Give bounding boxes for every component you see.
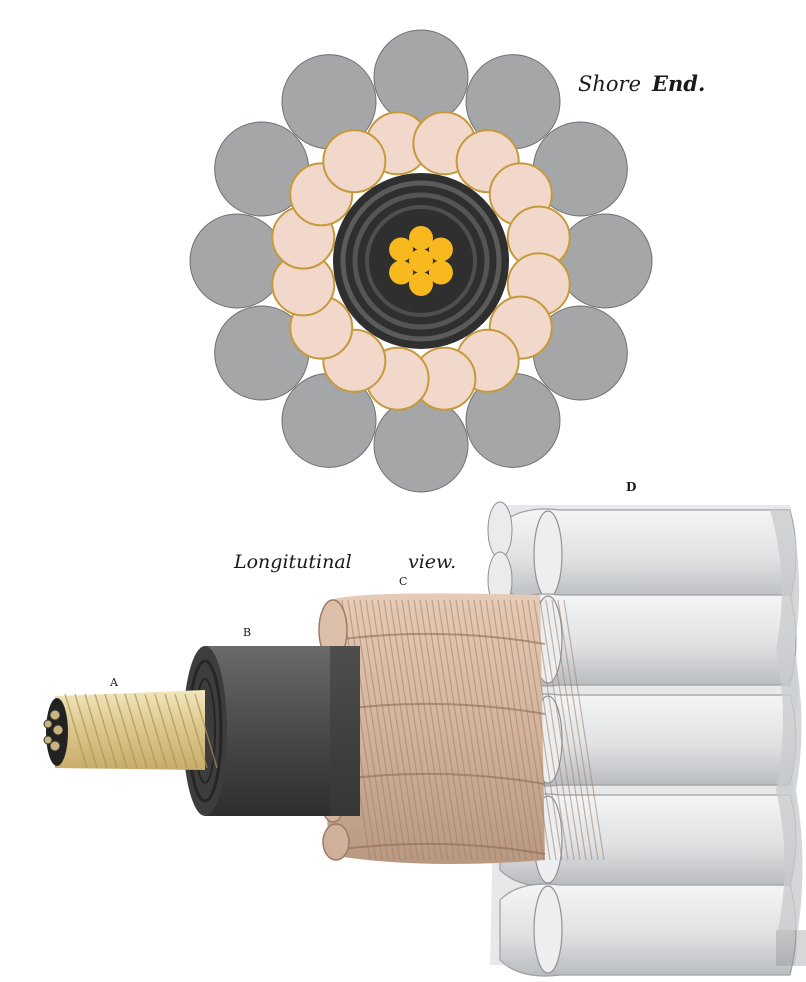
hemp-twist	[473, 599, 515, 861]
gutta-percha-b	[183, 646, 360, 816]
copper-twist	[184, 693, 208, 769]
copper-twist	[134, 693, 158, 769]
view-label: view.	[408, 551, 456, 573]
hemp-twist	[425, 599, 467, 861]
hemp-twist	[557, 599, 599, 861]
hemp-twist	[431, 599, 473, 861]
hemp-twist	[491, 599, 533, 861]
hemp-twist	[443, 599, 485, 861]
outer-wire	[373, 29, 469, 125]
hemp-twist	[449, 599, 491, 861]
core-strand	[389, 260, 414, 285]
hemp-twist	[377, 599, 419, 861]
cross-section-diagram	[189, 29, 653, 493]
hemp-twist	[401, 599, 443, 861]
longitudinal-diagram	[43, 501, 806, 977]
insulation-ring	[352, 192, 490, 330]
copper-twist	[64, 693, 88, 769]
copper-twist	[84, 693, 108, 769]
outer-wire	[373, 397, 469, 493]
core-strand	[409, 272, 433, 296]
label-d: D	[626, 480, 636, 494]
hemp-twist	[341, 599, 383, 861]
hemp-seam	[334, 702, 546, 715]
hemp-twist	[497, 599, 539, 861]
hemp-twist	[353, 599, 395, 861]
copper-twist	[194, 693, 218, 769]
shore-end-label-2: End.	[651, 71, 705, 96]
hemp-padding-ring	[271, 111, 571, 411]
hemp-twist	[503, 599, 545, 861]
hemp-twist	[455, 599, 497, 861]
hemp-twist	[539, 599, 581, 861]
core-strand	[428, 237, 453, 262]
copper-twist	[124, 693, 148, 769]
copper-core-strands	[389, 226, 453, 296]
label-c: C	[399, 575, 407, 588]
hemp-twist	[347, 599, 389, 861]
iron-wire-end	[533, 510, 563, 599]
copper-twist	[104, 693, 128, 769]
hemp-twist	[521, 599, 563, 861]
hemp-twist	[479, 599, 521, 861]
hemp-twist	[389, 599, 431, 861]
iron-wire	[499, 883, 797, 977]
hemp-twist	[545, 599, 587, 861]
iron-wire-end	[533, 885, 563, 974]
hemp-seam	[334, 632, 546, 645]
hemp-twist	[419, 599, 461, 861]
insulation-ring	[365, 205, 477, 317]
hemp-twist	[527, 599, 569, 861]
outer-iron-wires	[189, 29, 653, 493]
iron-wire-end	[487, 501, 513, 559]
label-b: B	[243, 626, 251, 639]
copper-twist	[174, 693, 198, 769]
hemp-twist	[485, 599, 527, 861]
hemp-seam	[334, 772, 546, 785]
hemp-twist	[437, 599, 479, 861]
copper-twist	[114, 693, 138, 769]
core-strand	[409, 249, 433, 273]
copper-twist	[154, 693, 178, 769]
core-strand	[409, 226, 433, 250]
hemp-twist	[563, 599, 605, 861]
hemp-twist	[371, 599, 413, 861]
hemp-twist	[551, 599, 593, 861]
insulation-ring	[340, 180, 502, 342]
hemp-twist	[461, 599, 503, 861]
hemp-seam	[334, 842, 546, 855]
core-strand	[428, 260, 453, 285]
hemp-twist	[509, 599, 551, 861]
copper-twist	[144, 693, 168, 769]
hemp-twist	[359, 599, 401, 861]
hemp-strand	[322, 129, 387, 194]
hemp-twist	[467, 599, 509, 861]
hemp-twist	[383, 599, 425, 861]
shore-end-label: Shore	[578, 72, 641, 96]
copper-twist	[74, 693, 98, 769]
outer-wire	[557, 213, 653, 309]
longitudinal-label: Longitutinal	[233, 551, 352, 573]
copper-twist	[94, 693, 118, 769]
label-a: A	[109, 676, 119, 689]
hemp-twist	[365, 599, 407, 861]
hemp-twist	[515, 599, 557, 861]
outer-wire	[189, 213, 285, 309]
core-strand	[389, 237, 414, 262]
hemp-twist	[395, 599, 437, 861]
copper-twist	[164, 693, 188, 769]
hemp-twist	[413, 599, 455, 861]
hemp-twist	[407, 599, 449, 861]
copper-conductor-a	[43, 690, 218, 770]
